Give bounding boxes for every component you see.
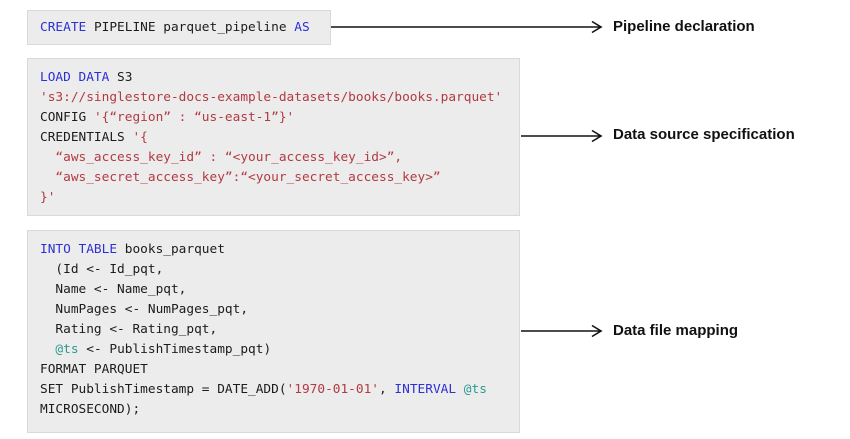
annotation-data-file-mapping: Data file mapping [613, 322, 739, 339]
code-token-string: '1970-01-01' [286, 382, 379, 397]
code-line: 's3://singlestore-docs-example-datasets/… [40, 88, 507, 108]
code-token-code: FORMAT PARQUET [40, 362, 148, 377]
code-line: “aws_access_key_id” : “<your_access_key_… [40, 148, 507, 168]
code-line: SET PublishTimestamp = DATE_ADD('1970-01… [40, 380, 507, 400]
arrow-to-pipeline-declaration-icon [331, 20, 603, 34]
code-line: CREATE PIPELINE parquet_pipeline AS [40, 18, 318, 38]
code-token-code: <- PublishTimestamp_pqt) [78, 342, 272, 357]
code-token-variable: @ts [463, 382, 487, 397]
arrow-to-data-source-specification-icon [521, 129, 603, 143]
code-line: @ts <- PublishTimestamp_pqt) [40, 340, 507, 360]
code-token-keyword: INTERVAL [394, 382, 457, 397]
code-token-code: Rating <- Rating_pqt, [40, 322, 218, 337]
code-token-code: , [379, 382, 395, 397]
code-token-keyword: CREATE [40, 20, 87, 35]
annotation-data-source-specification: Data source specification [613, 126, 795, 143]
code-line: Name <- Name_pqt, [40, 280, 507, 300]
code-token-string: “aws_secret_access_key”:“<your_secret_ac… [40, 170, 441, 185]
code-token-code: CONFIG [40, 110, 94, 125]
code-token-code: CREDENTIALS [40, 130, 133, 145]
code-token-code: PIPELINE parquet_pipeline [86, 20, 295, 35]
code-token-code: SET PublishTimestamp = DATE_ADD( [40, 382, 287, 397]
code-line: FORMAT PARQUET [40, 360, 507, 380]
code-token-keyword: INTO TABLE [40, 242, 118, 257]
code-token-string: }' [40, 190, 56, 205]
code-token-code: S3 [109, 70, 133, 85]
code-token-string: '{“region” : “us-east-1”}' [93, 110, 295, 125]
arrow-to-data-file-mapping-icon [521, 324, 603, 338]
code-line: }' [40, 188, 507, 208]
code-line: CONFIG '{“region” : “us-east-1”}' [40, 108, 507, 128]
code-token-code: books_parquet [117, 242, 225, 257]
code-block-pipeline-declaration: CREATE PIPELINE parquet_pipeline AS [27, 10, 331, 45]
annotation-pipeline-declaration: Pipeline declaration [613, 18, 755, 35]
code-token-code [40, 342, 55, 357]
code-line: INTO TABLE books_parquet [40, 240, 507, 260]
code-token-code: NumPages <- NumPages_pqt, [40, 302, 249, 317]
code-line: Rating <- Rating_pqt, [40, 320, 507, 340]
code-block-data-source-specification: LOAD DATA S3 's3://singlestore-docs-examp… [27, 58, 520, 216]
code-token-keyword: AS [294, 20, 310, 35]
code-token-string: '{ [132, 130, 148, 145]
code-token-code: MICROSECOND); [40, 402, 141, 417]
code-token-string: “aws_access_key_id” : “<your_access_key_… [40, 150, 403, 165]
code-line: NumPages <- NumPages_pqt, [40, 300, 507, 320]
code-line: “aws_secret_access_key”:“<your_secret_ac… [40, 168, 507, 188]
code-line: LOAD DATA S3 [40, 68, 507, 88]
code-token-code: (Id <- Id_pqt, [40, 262, 164, 277]
code-token-code [456, 382, 464, 397]
code-token-string: 's3://singlestore-docs-example-datasets/… [40, 90, 503, 105]
code-token-variable: @ts [55, 342, 79, 357]
code-line: (Id <- Id_pqt, [40, 260, 507, 280]
code-token-keyword: LOAD DATA [40, 70, 110, 85]
code-block-data-file-mapping: INTO TABLE books_parquet (Id <- Id_pqt, … [27, 230, 520, 433]
code-line: CREDENTIALS '{ [40, 128, 507, 148]
code-line: MICROSECOND); [40, 400, 507, 420]
code-token-code: Name <- Name_pqt, [40, 282, 187, 297]
